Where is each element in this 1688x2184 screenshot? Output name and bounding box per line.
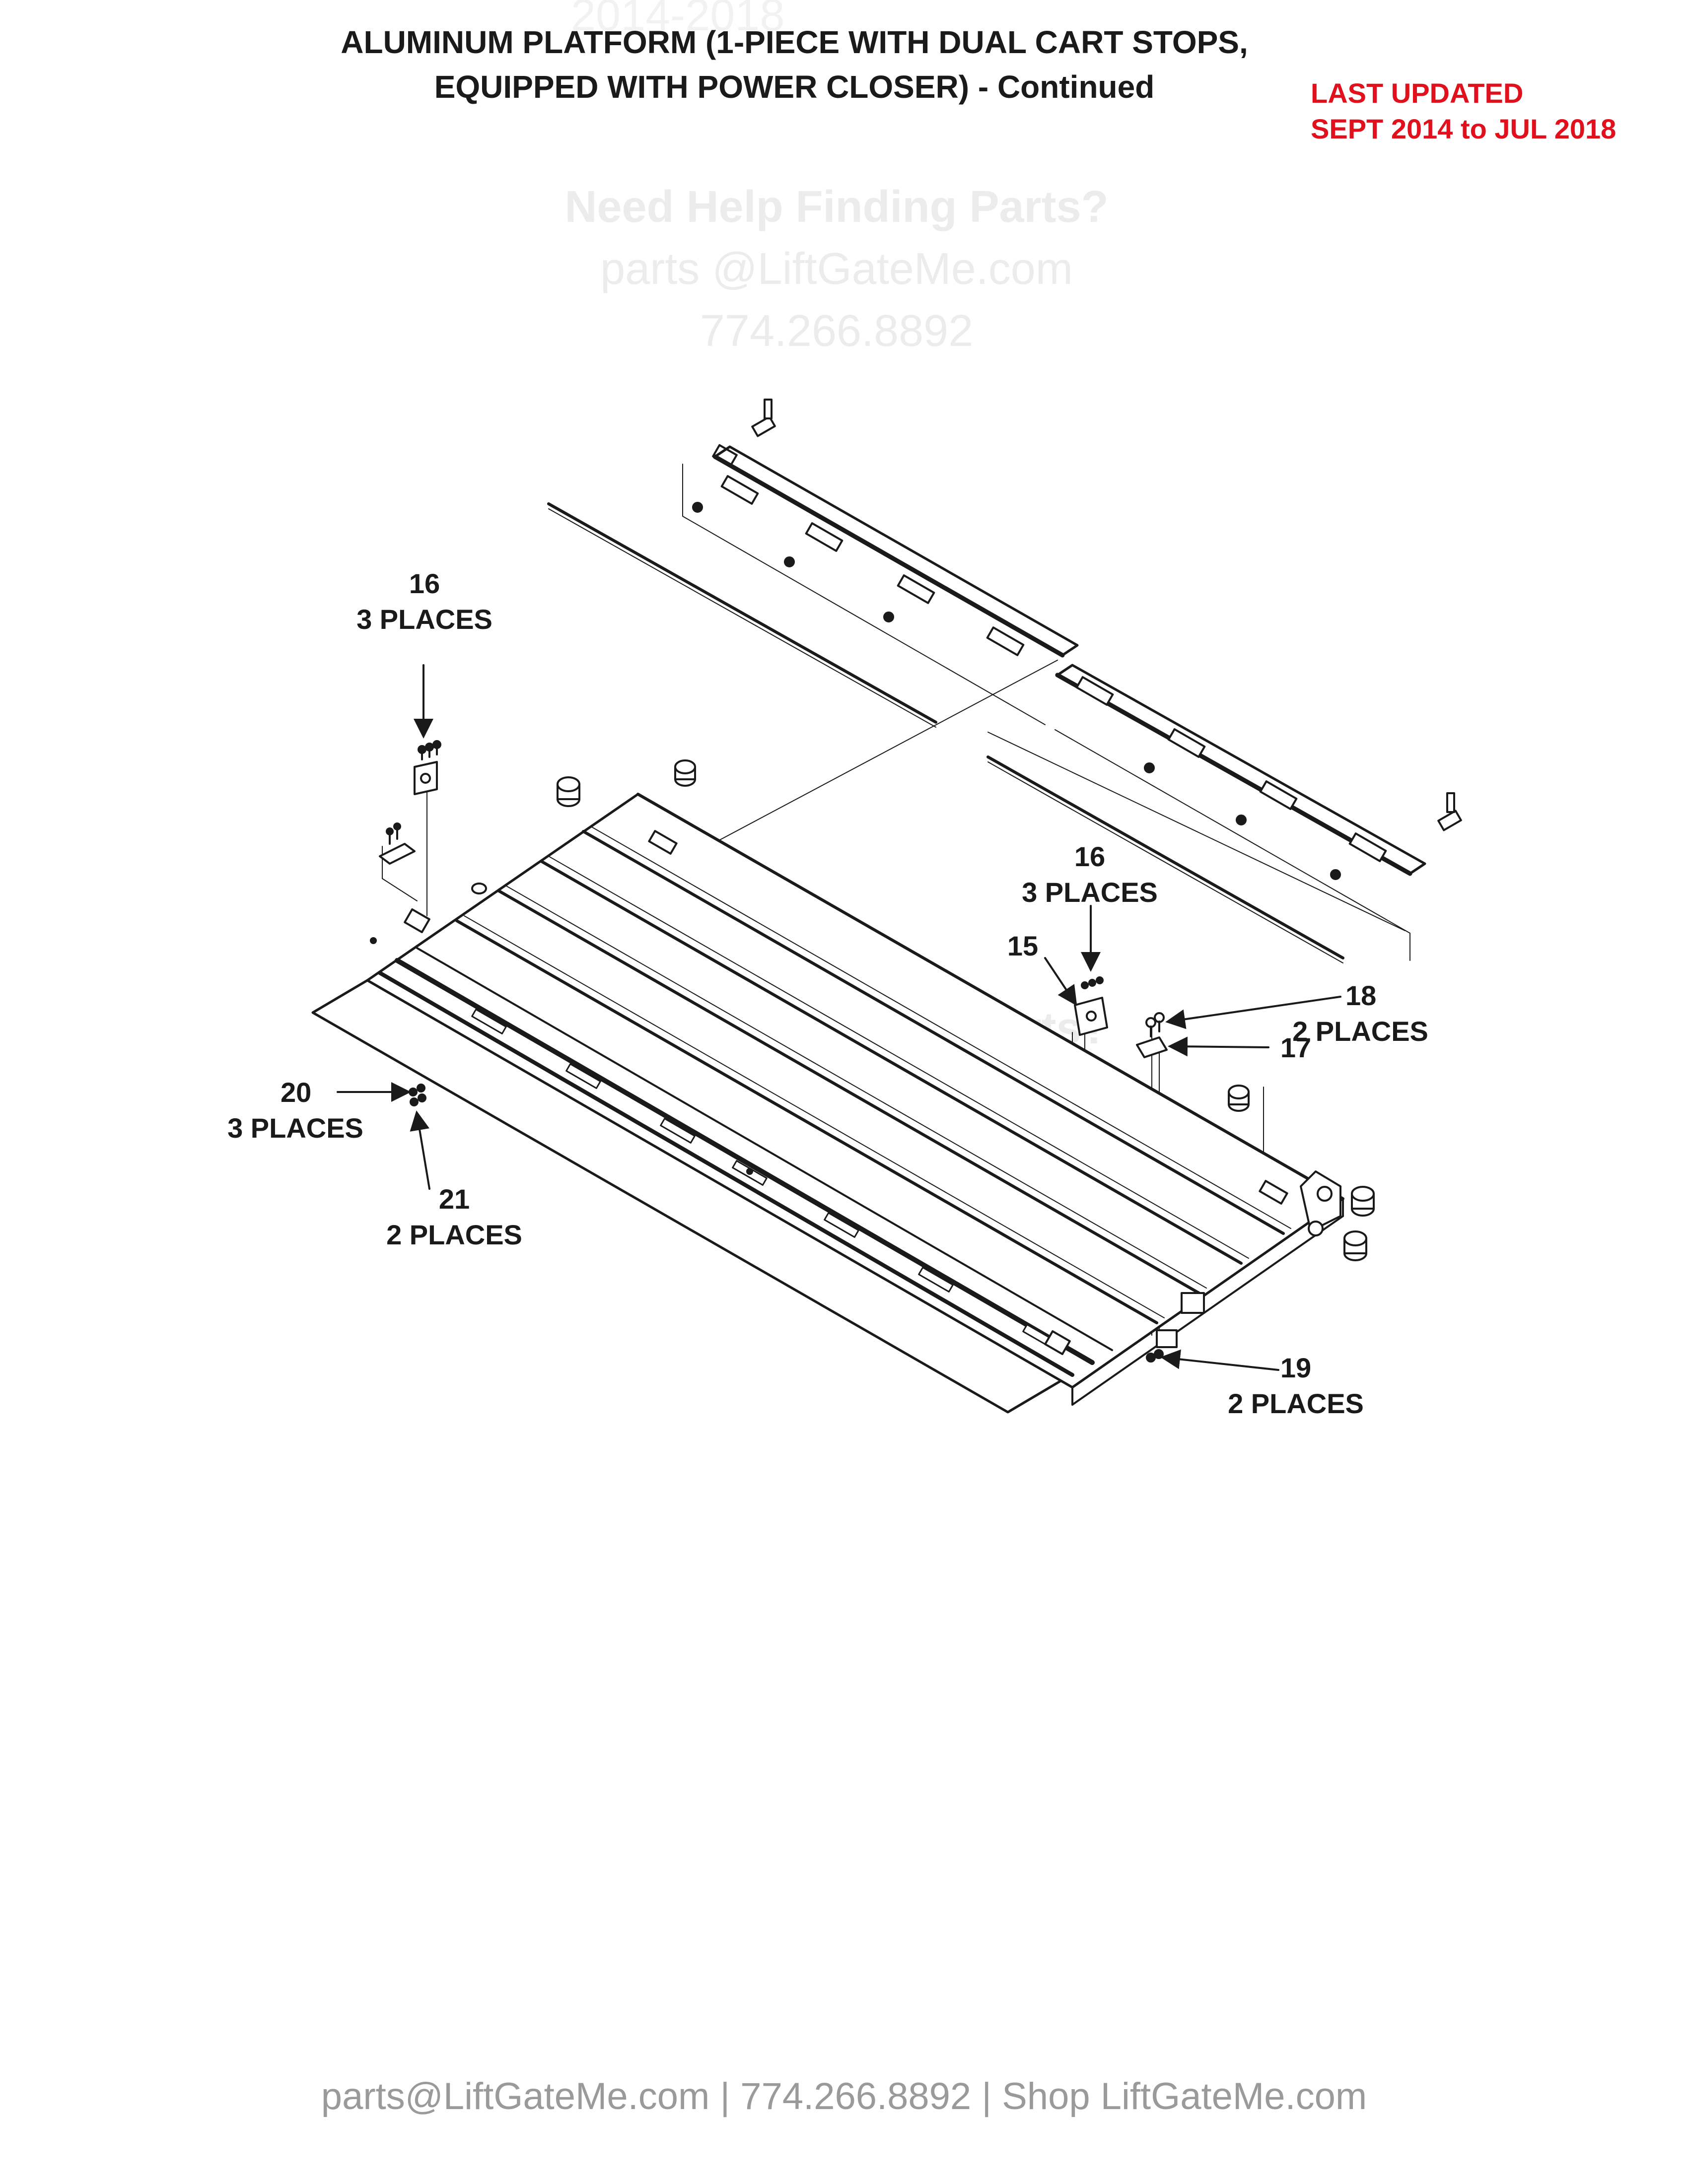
callout-16-left: 16 3 PLACES xyxy=(350,566,499,637)
ghost-header-watermark: 2014-2018 xyxy=(571,0,785,40)
callout-19: 19 2 PLACES xyxy=(1221,1350,1370,1422)
platform-frame xyxy=(311,793,1344,1414)
bracket-17 xyxy=(1136,1012,1168,1058)
hinge-knuckles xyxy=(720,475,1387,862)
callout-16-right: 16 3 PLACES xyxy=(1013,839,1167,910)
callout-quantity: 2 PLACES xyxy=(386,1219,522,1250)
callout-number: 15 xyxy=(1007,930,1039,961)
callout-number: 16 xyxy=(409,568,440,599)
last-updated-range: SEPT 2014 to JUL 2018 xyxy=(1311,113,1617,144)
callout-quantity: 2 PLACES xyxy=(1292,1016,1428,1047)
callout-number: 16 xyxy=(1074,841,1106,872)
callout-quantity: 3 PLACES xyxy=(1022,877,1158,908)
title-line-2: EQUIPPED WITH POWER CLOSER) - Continued xyxy=(434,69,1155,105)
callout-18: 18 2 PLACES xyxy=(1286,978,1435,1049)
hinge-rod-right xyxy=(986,755,1344,959)
watermark-title: Need Help Finding Parts? xyxy=(564,182,1109,232)
pivot-lugs xyxy=(404,830,1341,1355)
bracket-15 xyxy=(1074,976,1108,1036)
callout-number: 17 xyxy=(1280,1032,1312,1063)
end-pins xyxy=(751,399,1462,831)
callout-quantity: 3 PLACES xyxy=(356,604,492,635)
callout-15: 15 xyxy=(998,928,1048,964)
callout-number: 21 xyxy=(438,1183,470,1215)
fastener-20-21 xyxy=(370,937,753,1175)
leader-arrows xyxy=(337,664,1341,1371)
cart-stop-bar-left xyxy=(712,444,1079,658)
callout-17: 17 xyxy=(1271,1030,1321,1066)
callout-quantity: 3 PLACES xyxy=(227,1112,363,1144)
last-updated-notice: LAST UPDATED SEPT 2014 to JUL 2018 xyxy=(1311,75,1616,147)
watermark-top: Need Help Finding Parts? parts @LiftGate… xyxy=(489,176,1184,362)
title-line-1: ALUMINUM PLATFORM (1-PIECE WITH DUAL CAR… xyxy=(341,24,1248,60)
bracket-16-left xyxy=(379,740,441,865)
page-title: ALUMINUM PLATFORM (1-PIECE WITH DUAL CAR… xyxy=(0,20,1688,109)
callout-number: 20 xyxy=(281,1077,312,1108)
bar-bolts xyxy=(692,502,1341,880)
callout-number: 18 xyxy=(1345,980,1377,1011)
watermark-email: parts @LiftGateMe.com xyxy=(600,244,1073,294)
bushings xyxy=(471,759,1375,1261)
hinge-rod-left xyxy=(547,502,937,724)
last-updated-label: LAST UPDATED xyxy=(1311,77,1524,109)
callout-number: 19 xyxy=(1280,1352,1312,1383)
watermark-phone: 774.266.8892 xyxy=(700,306,974,356)
footer-contact: parts@LiftGateMe.com | 774.266.8892 | Sh… xyxy=(321,2075,1367,2117)
callout-21: 21 2 PLACES xyxy=(380,1181,529,1253)
callout-quantity: 2 PLACES xyxy=(1228,1388,1364,1419)
callout-20: 20 3 PLACES xyxy=(221,1075,370,1146)
